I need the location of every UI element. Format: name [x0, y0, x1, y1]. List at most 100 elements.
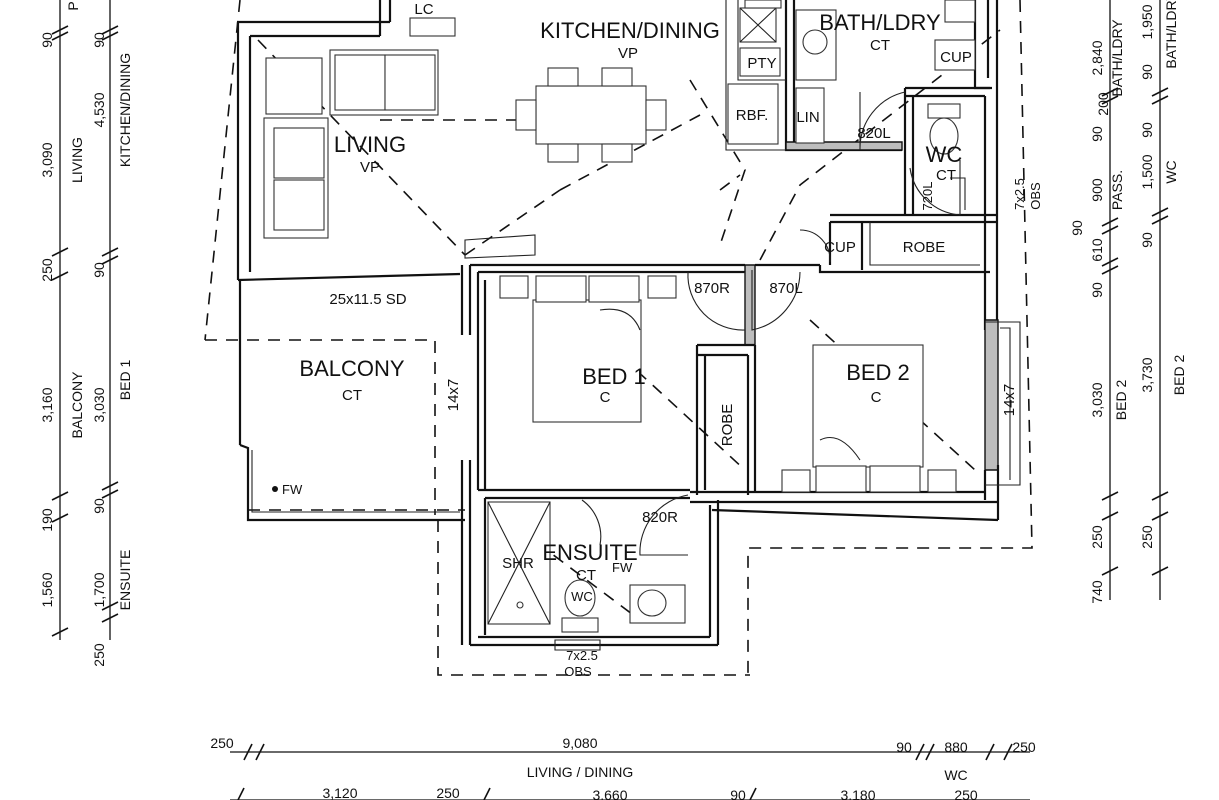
wc-door-label: 720L — [920, 182, 935, 211]
chair-icon — [601, 67, 633, 87]
dim-left-inner-1: 90 — [91, 262, 107, 278]
dim-left-inner-label-0: KITCHEN/DINING — [117, 53, 133, 167]
ensuite-window-obs: OBS — [564, 664, 592, 679]
window-labels: 25x11.5 SD 14x7 14x7 7x2.5 OBS 7x2.5 OBS — [329, 178, 1043, 679]
dim-left-outer-1: 3,090 — [39, 142, 55, 177]
pty-label: PTY — [747, 55, 776, 72]
sofa-cushion — [384, 54, 436, 111]
bath-tub-icon — [944, 0, 976, 23]
bedside-table — [927, 469, 957, 493]
sink-icon — [744, 0, 782, 9]
dim-right-outer-4: 3,730 — [1139, 357, 1155, 392]
bed1-room-code: C — [600, 389, 611, 406]
bed1-door-label: 870R — [694, 280, 730, 297]
left-dimensions: 90 3,090 LIVING 250 3,160 BALCONY 190 1,… — [39, 0, 133, 667]
cistern-icon — [561, 617, 599, 633]
armchair-icon — [265, 57, 323, 115]
dim-left-inner-label-1: BED 1 — [117, 360, 133, 401]
lc-label: LC — [414, 1, 433, 18]
fw-balcony-label: FW — [282, 482, 303, 497]
dim-left-outer-4: 1,560 — [39, 572, 55, 607]
dim-right-inner-9: 740 — [1089, 580, 1105, 604]
dim-right-inner-8: 250 — [1089, 525, 1105, 549]
robe-hall-label: ROBE — [903, 239, 946, 256]
toilet-icon — [564, 579, 596, 617]
dim-right-inner-7: 3,030 — [1089, 382, 1105, 417]
dim-left-outer-2: 250 — [39, 258, 55, 282]
dim-right-inner-1: 200 — [1095, 92, 1111, 116]
dim-right-inner-extra-2: 90 — [1069, 220, 1085, 236]
wc-window-label: 7x2.5 — [1012, 178, 1027, 210]
door-labels: 820L 720L 870R 870L 820R — [642, 125, 935, 526]
balcony-room-code: CT — [342, 387, 362, 404]
linen-cupboard — [795, 87, 825, 144]
windows — [464, 177, 1021, 651]
wc-room-name: WC — [926, 142, 963, 167]
bed-icon — [812, 344, 924, 468]
sofa-cushion — [334, 54, 386, 111]
wc-window-obs: OBS — [1028, 182, 1043, 210]
dim-bottom-r2-4: 3,180 — [840, 787, 875, 800]
basin-icon — [802, 29, 828, 55]
bed2-door-label: 870L — [769, 280, 802, 297]
dining-table-icon — [535, 85, 647, 145]
chair-icon — [601, 143, 633, 163]
chair-icon — [547, 67, 579, 87]
dim-right-outer-3-top: 90 — [1139, 122, 1155, 138]
living-room-code: VP — [360, 159, 380, 176]
dim-bottom-r1-label-1: WC — [944, 767, 967, 783]
dim-bottom-r1-4: 250 — [1012, 739, 1036, 755]
room-labels: LIVING VP KITCHEN/DINING VP BATH/LDRY CT… — [299, 10, 962, 584]
dim-bottom-r2-2: 3,660 — [592, 787, 627, 800]
bedside-table — [499, 275, 529, 299]
dim-right-inner-6: 90 — [1089, 282, 1105, 298]
dim-right-inner-label-1: PASS. — [1109, 170, 1125, 210]
dim-bottom-r1-label-0: LIVING / DINING — [527, 764, 634, 780]
ensuite-room-name: ENSUITE — [542, 540, 637, 565]
dim-left-outer-label-1: BALCONY — [69, 371, 85, 439]
dim-bottom-r1-1: 9,080 — [562, 735, 597, 751]
dim-bottom-r2-1: 250 — [436, 785, 460, 800]
bath-door-label: 820L — [857, 125, 890, 142]
bed1-room-name: BED 1 — [582, 364, 646, 389]
bed2-room-code: C — [871, 389, 882, 406]
fridge-space — [727, 83, 779, 145]
chair-icon — [515, 99, 537, 131]
dim-left-inner-5: 1,700 — [91, 572, 107, 607]
dim-right-outer-2: 1,500 — [1139, 154, 1155, 189]
dim-right-inner-label-2: BED 2 — [1113, 380, 1129, 421]
linen-closet — [409, 17, 456, 37]
dim-right-inner-0: 2,840 — [1089, 40, 1105, 75]
bed2-room-name: BED 2 — [846, 360, 910, 385]
dim-right-inner-5: 610 — [1089, 238, 1105, 262]
dim-right-inner-extra-1: 900 — [1089, 178, 1105, 202]
robe-bed1-label: ROBE — [719, 404, 736, 447]
chair-icon — [645, 99, 667, 131]
dim-right-outer-label-2: BED 2 — [1171, 355, 1187, 396]
pantry — [739, 47, 781, 77]
ensuite-door-label: 820R — [642, 509, 678, 526]
dim-left-inner-3: 90 — [91, 498, 107, 514]
fw-ensuite-label: FW — [612, 560, 633, 575]
furniture — [263, 0, 976, 633]
dim-right-inner-2: 90 — [1089, 126, 1105, 142]
dim-left-outer-0: 90 — [39, 32, 55, 48]
kitchen-room-name: KITCHEN/DINING — [540, 18, 720, 43]
dim-left-outer-5: 250 — [91, 643, 107, 667]
dim-right-outer-1: 90 — [1139, 64, 1155, 80]
dim-left-outer-6: 190 — [39, 508, 55, 532]
bedside-table — [781, 469, 811, 493]
dim-right-outer-3: 90 — [1139, 232, 1155, 248]
dim-right-inner-label-0: BATH/LDRY — [1109, 19, 1125, 97]
rbf-label: RBF. — [736, 107, 769, 124]
dim-left-inner-0: 4,530 — [91, 92, 107, 127]
sofa-cushion — [273, 127, 325, 179]
bed-icon — [532, 299, 642, 423]
basin-icon — [637, 589, 667, 617]
bottom-dimensions: 250 9,080 90 880 250 LIVING / DINING WC … — [210, 735, 1036, 800]
wc-room-code: CT — [936, 167, 956, 184]
dim-bottom-r1-0: 250 — [210, 735, 234, 751]
bed2-window-label: 14x7 — [1001, 384, 1018, 417]
shr-label: SHR — [502, 555, 534, 572]
